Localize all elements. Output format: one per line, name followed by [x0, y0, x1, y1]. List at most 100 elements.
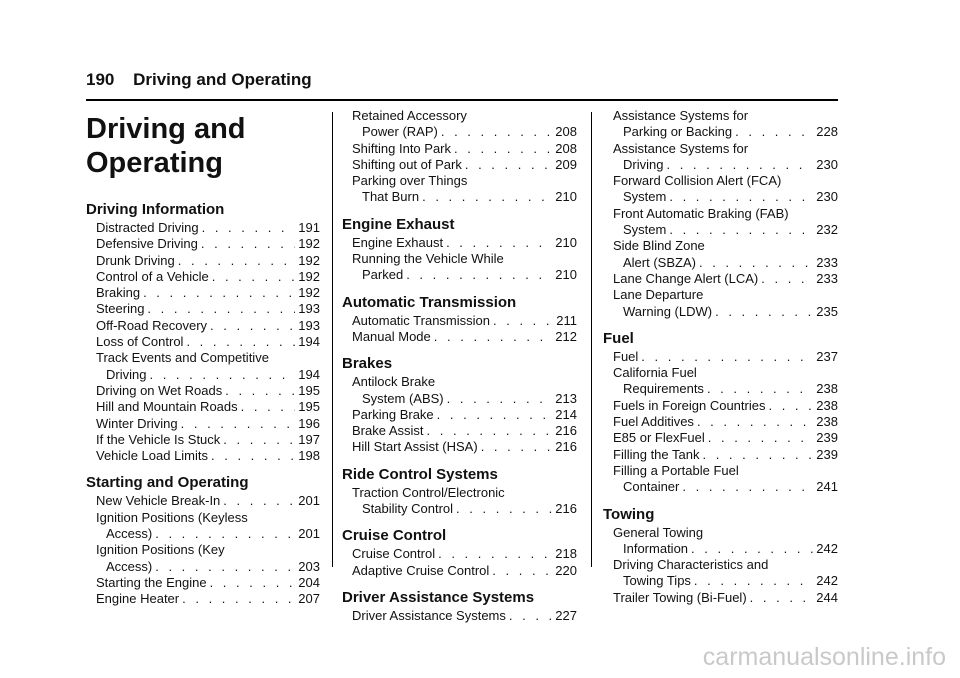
- toc-entry[interactable]: Running the Vehicle WhileParked210: [342, 251, 577, 284]
- toc-entry[interactable]: Lane Change Alert (LCA)233: [603, 271, 838, 287]
- toc-entry-title: Towing Tips: [623, 573, 691, 589]
- dot-leader: [147, 301, 295, 317]
- toc-page-number: 220: [555, 562, 577, 578]
- toc-entry[interactable]: Automatic Transmission211: [342, 313, 577, 329]
- toc-entry-title: Hill Start Assist (HSA): [352, 439, 478, 455]
- toc-entry[interactable]: Driving on Wet Roads195: [86, 383, 320, 399]
- toc-entry[interactable]: Drunk Driving192: [86, 253, 320, 269]
- toc-entry-title: Power (RAP): [362, 124, 438, 140]
- toc-entry-title: Control of a Vehicle: [96, 268, 209, 284]
- toc-entry[interactable]: California FuelRequirements238: [603, 365, 838, 398]
- toc-entry[interactable]: Braking192: [86, 285, 320, 301]
- toc-entry-title: System (ABS): [362, 390, 444, 406]
- dot-leader: [434, 329, 553, 345]
- toc-entry-title: Manual Mode: [352, 328, 431, 344]
- toc-entry[interactable]: New Vehicle Break-In201: [86, 493, 320, 509]
- toc-entry[interactable]: Winter Driving196: [86, 416, 320, 432]
- toc-entry[interactable]: Assistance Systems forDriving230: [603, 141, 838, 174]
- toc-entry-title: Parking over Things: [352, 173, 468, 189]
- toc-entry-title: Parked: [362, 267, 404, 283]
- toc-entry-title: Shifting out of Park: [352, 156, 462, 172]
- toc-entry[interactable]: Engine Heater207: [86, 591, 320, 607]
- toc-entry[interactable]: Shifting Into Park208: [342, 141, 577, 157]
- toc-entry[interactable]: E85 or FlexFuel239: [603, 430, 838, 446]
- dot-leader: [427, 423, 553, 439]
- toc-entry[interactable]: Fuels in Foreign Countries238: [603, 398, 838, 414]
- toc-entry[interactable]: General TowingInformation242: [603, 525, 838, 558]
- toc-entry-title: Fuel: [613, 348, 639, 364]
- toc-column-1: Driving and Operating Driving Informatio…: [86, 108, 320, 608]
- toc-entry[interactable]: If the Vehicle Is Stuck197: [86, 432, 320, 448]
- dot-leader: [178, 253, 296, 269]
- toc-entry[interactable]: Hill and Mountain Roads195: [86, 399, 320, 415]
- toc-entry-title: Adaptive Cruise Control: [352, 562, 490, 578]
- dot-leader: [202, 220, 296, 236]
- toc-entry-title: Hill and Mountain Roads: [96, 399, 238, 415]
- toc-entry[interactable]: Cruise Control218: [342, 546, 577, 562]
- dot-leader: [422, 189, 552, 205]
- toc-entry[interactable]: Parking Brake214: [342, 407, 577, 423]
- toc-page-number: 196: [298, 415, 320, 431]
- toc-entry[interactable]: Forward Collision Alert (FCA)System230: [603, 173, 838, 206]
- toc-page-number: 201: [298, 493, 320, 509]
- toc-entry-title: Shifting Into Park: [352, 140, 451, 156]
- toc-entry[interactable]: Distracted Driving191: [86, 220, 320, 236]
- toc-entry[interactable]: Trailer Towing (Bi-Fuel)244: [603, 590, 838, 606]
- toc-entry[interactable]: Steering193: [86, 301, 320, 317]
- toc-entry[interactable]: Front Automatic Braking (FAB)System232: [603, 206, 838, 239]
- toc-entry-title: Assistance Systems for: [613, 108, 749, 123]
- toc-page-number: 239: [816, 430, 838, 446]
- toc-entry[interactable]: Control of a Vehicle192: [86, 269, 320, 285]
- toc-entry[interactable]: Loss of Control194: [86, 334, 320, 350]
- page-header: 190 Driving and Operating: [86, 70, 312, 90]
- toc-entry[interactable]: Starting the Engine204: [86, 575, 320, 591]
- toc-entry-title: Front Automatic Braking (FAB): [613, 205, 789, 221]
- toc-entry[interactable]: Defensive Driving192: [86, 236, 320, 252]
- toc-entry[interactable]: Filling the Tank239: [603, 447, 838, 463]
- toc-entry-title: Alert (SBZA): [623, 254, 696, 270]
- toc-entry[interactable]: Adaptive Cruise Control 220: [342, 563, 577, 579]
- toc-entry-title: Driver Assistance Systems: [352, 607, 506, 623]
- dot-leader: [225, 383, 295, 399]
- toc-entry[interactable]: Shifting out of Park209: [342, 157, 577, 173]
- toc-entry[interactable]: Hill Start Assist (HSA)216: [342, 439, 577, 455]
- toc-entry[interactable]: Off-Road Recovery193: [86, 318, 320, 334]
- toc-entry-title: General Towing: [613, 524, 704, 540]
- toc-entry[interactable]: Engine Exhaust210: [342, 235, 577, 251]
- toc-entry[interactable]: Brake Assist216: [342, 423, 577, 439]
- toc-entry[interactable]: Driver Assistance Systems227: [342, 608, 577, 624]
- dot-leader: [666, 157, 813, 173]
- toc-page-number: 212: [555, 328, 577, 344]
- toc-entry[interactable]: Fuel237: [603, 349, 838, 365]
- toc-entry-title: California Fuel: [613, 365, 697, 381]
- toc-page-number: 218: [555, 546, 577, 562]
- dot-leader: [210, 318, 295, 334]
- toc-entry-title: Side Blind Zone: [613, 238, 705, 254]
- toc-entry[interactable]: Fuel Additives238: [603, 414, 838, 430]
- section-heading: Automatic Transmission: [342, 293, 517, 311]
- header-rule: [86, 99, 838, 101]
- toc-entry[interactable]: Vehicle Load Limits198: [86, 448, 320, 464]
- toc-entry[interactable]: Track Events and CompetitiveDriving194: [86, 350, 320, 383]
- section-heading: Towing: [603, 505, 655, 523]
- toc-page-number: 239: [816, 446, 838, 462]
- toc-entry[interactable]: Filling a Portable FuelContainer241: [603, 463, 838, 496]
- toc-entry[interactable]: Manual Mode 212: [342, 329, 577, 345]
- toc-page-number: 208: [555, 124, 577, 140]
- chapter-title-line-2: Operating: [86, 147, 223, 179]
- toc-page-number: 210: [555, 189, 577, 205]
- toc-entry-title: Starting the Engine: [96, 574, 207, 590]
- dot-leader: [182, 591, 295, 607]
- toc-page-number: 216: [555, 423, 577, 439]
